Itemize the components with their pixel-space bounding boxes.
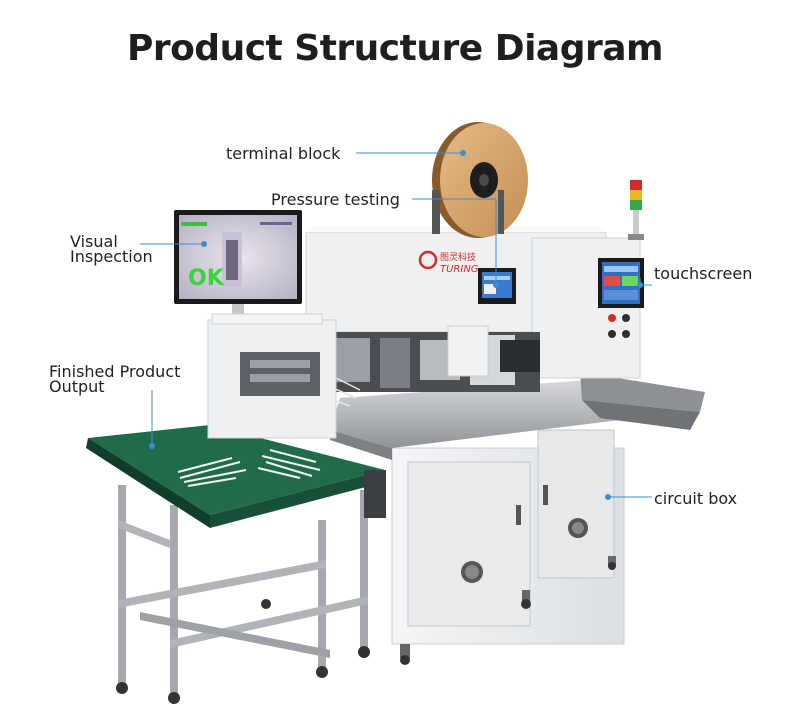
machine-body xyxy=(207,226,705,665)
label-circuit-box: circuit box xyxy=(654,489,738,508)
leader-lines xyxy=(140,152,652,498)
status-light-tower xyxy=(628,180,644,240)
brand-logo: 图灵科技 TURING xyxy=(418,250,479,275)
inspection-monitor: OK xyxy=(174,210,302,304)
brand-name-cn: 图灵科技 xyxy=(440,251,476,263)
label-terminal-block: terminal block xyxy=(226,144,341,163)
monitor-status-text: OK xyxy=(188,266,225,291)
brand-name-en: TURING xyxy=(440,264,479,275)
label-finished-product-output: Finished Product Output xyxy=(49,362,181,396)
conveyor-belt xyxy=(86,425,386,528)
terminal-reel xyxy=(432,122,528,238)
conveyor-stand xyxy=(116,485,370,704)
label-pressure-testing: Pressure testing xyxy=(271,190,400,209)
touchscreen-panel xyxy=(598,258,644,338)
label-visual-inspection: Visual Inspection xyxy=(70,232,153,266)
diagram-title: Product Structure Diagram xyxy=(126,28,664,69)
leader-dots xyxy=(149,150,643,500)
label-touchscreen: touchscreen xyxy=(654,264,753,283)
